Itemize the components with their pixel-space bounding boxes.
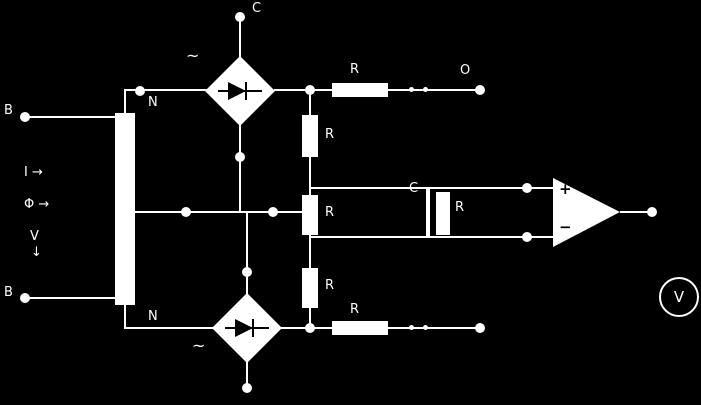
resistor-chain-2 bbox=[302, 195, 318, 235]
node-dot bbox=[235, 12, 245, 22]
label-chain-resistor-3: R bbox=[325, 278, 335, 293]
junction-dot bbox=[423, 325, 428, 330]
resistor-chain-3 bbox=[302, 268, 318, 308]
label-annot-voltage-arrow: ↓ bbox=[31, 245, 42, 260]
label-filter-resistor: R bbox=[455, 200, 465, 215]
label-output-top: O bbox=[460, 63, 471, 78]
wire bbox=[388, 327, 481, 329]
label-ac-mark-bottom: ~ bbox=[192, 336, 206, 355]
wire bbox=[25, 297, 117, 299]
bridge-rectifier-top-icon bbox=[205, 56, 275, 126]
label-terminal-bottom-left: B bbox=[4, 285, 13, 300]
voltmeter-label: V bbox=[673, 288, 685, 306]
junction-dot bbox=[409, 87, 414, 92]
filter-resistor-body bbox=[436, 192, 450, 235]
label-ac-mark-top: ~ bbox=[186, 46, 200, 65]
node-dot bbox=[135, 86, 145, 96]
junction-dot bbox=[423, 87, 428, 92]
label-annot-current: I → bbox=[24, 165, 43, 180]
node-dot bbox=[20, 112, 30, 122]
bridge-rectifier-bottom-icon bbox=[212, 293, 282, 363]
series-resistor-bottom bbox=[332, 321, 388, 335]
label-top-node: C bbox=[252, 1, 262, 16]
series-resistor-top bbox=[332, 83, 388, 97]
node-dot bbox=[475, 85, 485, 95]
wire bbox=[246, 362, 248, 388]
wire bbox=[25, 116, 117, 118]
node-dot bbox=[475, 323, 485, 333]
resistor-chain-1 bbox=[302, 115, 318, 157]
node-dot bbox=[522, 183, 532, 193]
label-filter-capacitor: C bbox=[409, 181, 419, 196]
node-dot bbox=[305, 85, 315, 95]
label-winding-top: N bbox=[148, 95, 158, 110]
label-annot-flux: Φ → bbox=[24, 197, 50, 212]
wire bbox=[311, 187, 554, 189]
wire bbox=[620, 211, 655, 213]
node-dot bbox=[181, 207, 191, 217]
node-dot bbox=[235, 152, 245, 162]
op-amp-icon bbox=[553, 178, 620, 247]
voltmeter-icon: V bbox=[659, 277, 699, 317]
junction-dot bbox=[409, 325, 414, 330]
node-dot bbox=[242, 383, 252, 393]
wire bbox=[309, 157, 311, 195]
node-dot bbox=[242, 267, 252, 277]
wire bbox=[311, 236, 554, 238]
node-dot bbox=[522, 232, 532, 242]
label-chain-resistor-1: R bbox=[325, 127, 335, 142]
wire bbox=[124, 89, 208, 91]
filter-capacitor-plate bbox=[426, 189, 430, 237]
wire bbox=[124, 327, 214, 329]
node-dot bbox=[20, 293, 30, 303]
wire bbox=[309, 308, 311, 329]
sensor-bar bbox=[115, 113, 135, 305]
wire bbox=[388, 89, 481, 91]
node-dot bbox=[305, 323, 315, 333]
opamp-minus-sign: − bbox=[559, 218, 572, 236]
label-series-resistor-top: R bbox=[350, 62, 360, 77]
wire bbox=[124, 303, 126, 329]
label-winding-bottom: N bbox=[148, 309, 158, 324]
label-terminal-top-left: B bbox=[4, 103, 13, 118]
label-series-resistor-bottom: R bbox=[350, 302, 360, 317]
wire bbox=[135, 211, 303, 213]
node-dot bbox=[647, 207, 657, 217]
wire bbox=[274, 89, 334, 91]
node-dot bbox=[268, 207, 278, 217]
label-chain-resistor-2: R bbox=[325, 205, 335, 220]
wire bbox=[124, 90, 126, 115]
label-annot-voltage: V bbox=[30, 229, 39, 244]
wire bbox=[309, 235, 311, 268]
wire bbox=[246, 213, 248, 294]
opamp-plus-sign: + bbox=[559, 180, 572, 198]
wire bbox=[239, 125, 241, 213]
wire bbox=[309, 91, 311, 115]
wire bbox=[239, 20, 241, 57]
